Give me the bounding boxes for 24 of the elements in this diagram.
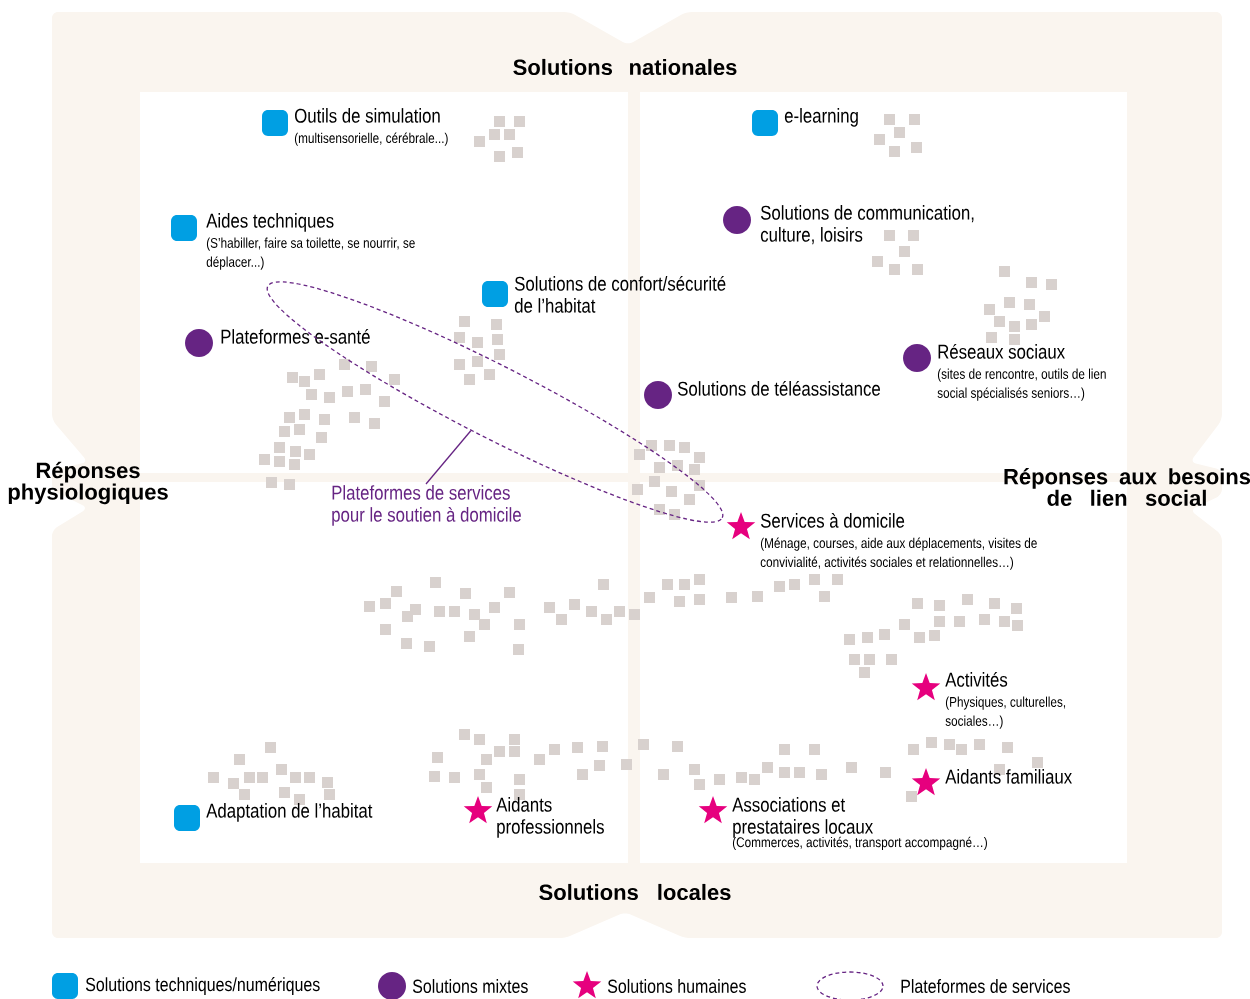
- axis-label: Réponses aux besoins de lien social: [1004, 468, 1250, 506]
- legend-label: Solutions mixtes: [412, 979, 528, 993]
- item-label: Aidants professionnels: [496, 797, 604, 838]
- item-label: Services à domicile (Ménage, courses, aide aux déplacements, visites de convivialité, activités sociales et relationnelles…): [760, 512, 1037, 570]
- axis-label: Réponses physiologiques: [8, 461, 168, 505]
- item-label: Outils de simulation (multisensorielle, cérébrale...): [294, 108, 448, 146]
- legend-label: Solutions techniques/numériques: [85, 977, 320, 995]
- item-label: Aidants familiaux: [945, 769, 1072, 784]
- item-label: Associations et prestataires locaux (Commerces, activités, transport accompagné…): [732, 797, 987, 850]
- item-label: Adaptation de l’habitat: [206, 803, 373, 822]
- item-label: Solutions de téléassistance: [678, 380, 880, 396]
- axis-label: Solutions locales: [539, 883, 731, 901]
- item-label: Aides techniques (S’habiller, faire sa toilette, se nourrir, se déplacer...): [206, 213, 415, 270]
- item-label: Réseaux sociaux (sites de rencontre, outils de lien social spécialisés seniors…): [937, 343, 1106, 401]
- item-label: Plateformes de services pour le soutien à domicile: [332, 485, 521, 526]
- item-label: e-learning: [784, 108, 858, 127]
- item-label: Solutions de communication, culture, loisirs: [760, 205, 974, 245]
- item-label: Solutions de confort/sécurité de l’habitat: [514, 275, 726, 313]
- axis-label: Solutions nationales: [513, 58, 737, 76]
- item-label: Plateformes e-santé: [221, 328, 370, 344]
- item-label: Activités (Physiques, culturelles, sociales…): [945, 671, 1066, 729]
- leader-line: [425, 430, 472, 485]
- legend-label: Solutions humaines: [607, 979, 746, 993]
- legend-label: Plateformes de services: [901, 979, 1070, 993]
